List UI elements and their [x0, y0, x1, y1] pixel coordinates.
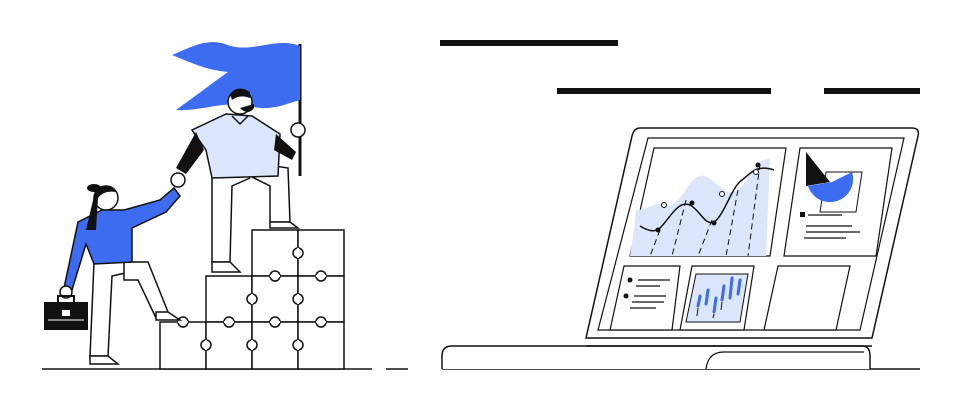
puzzle-stairs	[159, 229, 345, 370]
woman-figure	[59, 184, 183, 365]
puzzle-piece	[251, 229, 299, 277]
line-chart-icon	[629, 147, 787, 257]
header-bars	[440, 40, 920, 94]
header-bar-3	[824, 88, 920, 94]
puzzle-piece	[159, 321, 207, 370]
puzzle-piece	[297, 321, 345, 370]
flag-icon	[172, 42, 302, 176]
puzzle-piece	[251, 275, 299, 323]
text-list-panel	[609, 265, 681, 331]
puzzle-piece	[297, 275, 345, 323]
puzzle-piece	[297, 229, 345, 277]
puzzle-piece	[205, 321, 253, 370]
puzzle-piece	[251, 321, 299, 370]
header-bar-2	[557, 88, 771, 94]
briefcase-icon	[44, 295, 88, 330]
header-bar-1	[440, 40, 618, 46]
empty-panel	[763, 265, 851, 331]
pie-chart-icon	[783, 147, 893, 257]
bar-chart-icon	[679, 265, 755, 331]
man-figure	[170, 88, 306, 273]
puzzle-piece	[205, 275, 253, 323]
